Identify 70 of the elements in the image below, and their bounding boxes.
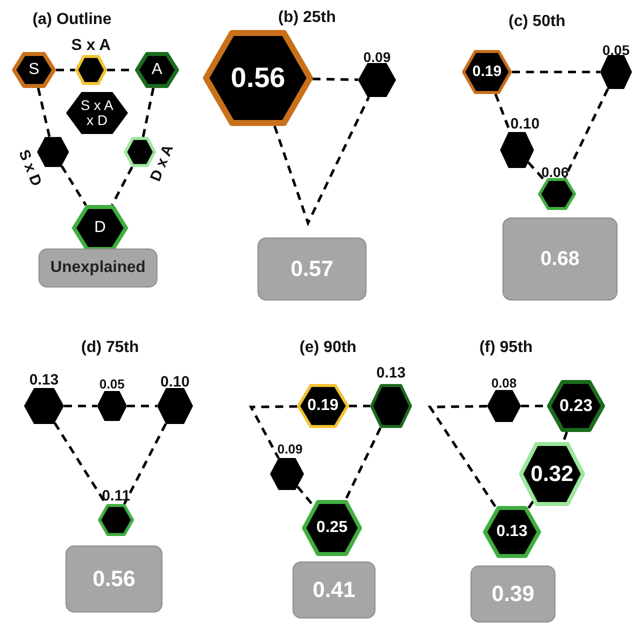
value-box: 0.57: [258, 238, 366, 300]
value-box: 0.41: [293, 562, 375, 618]
value-label: 0.06: [541, 164, 569, 180]
panel-title: (b) 25th: [278, 9, 336, 27]
dashed-connector: [512, 70, 600, 74]
panel-title: (d) 75th: [81, 339, 139, 357]
hexagon-node: [97, 391, 127, 421]
hexagon-node: [270, 458, 304, 490]
panel-title: (a) Outline: [32, 11, 112, 29]
hexagon-node: [124, 137, 156, 167]
dashed-connector: [312, 78, 358, 81]
hexagon-node: [370, 384, 412, 428]
value-label: 0.10: [160, 374, 190, 390]
panel-title: (e) 90th: [300, 339, 356, 357]
dashed-connector: [56, 68, 75, 72]
hexagon-node: 0.13: [483, 506, 541, 558]
dashed-connector: [142, 88, 155, 138]
dashed-connector: [344, 427, 382, 501]
hexagon-node: [75, 55, 107, 85]
hexagon-node: 0.19: [297, 384, 349, 428]
value-box: 0.56: [66, 546, 162, 612]
panel-title: (c) 50th: [508, 13, 566, 31]
value-box: Unexplained: [39, 249, 157, 287]
dashed-connector: [526, 500, 534, 510]
dashed-connector: [110, 166, 134, 206]
value-label: 0.10: [510, 116, 540, 132]
hexagon-node: [358, 63, 396, 97]
value-label: 0.09: [363, 49, 391, 65]
hexagon-node: [538, 178, 576, 210]
hexagon-node: 0.23: [547, 380, 605, 432]
value-label: D x A: [147, 142, 177, 184]
hexagon-node: [157, 388, 193, 424]
hexagon-node: [487, 390, 521, 422]
hexagon-node: S: [12, 52, 56, 88]
dashed-connector: [564, 88, 610, 179]
dashed-connector: [562, 432, 568, 442]
hexagon-node: A: [135, 52, 179, 88]
panel-title: (f) 95th: [479, 339, 533, 357]
value-box: 0.68: [503, 218, 617, 300]
dashed-connector: [273, 96, 370, 226]
hexagon-node: D: [72, 205, 128, 251]
value-label: 0.13: [376, 364, 406, 382]
hexagon-node: 0.25: [302, 500, 362, 556]
dashed-connector: [64, 404, 97, 408]
value-label: 0.05: [602, 42, 630, 58]
hexagon-node: 0.56: [203, 30, 313, 126]
dashed-connector: [428, 404, 498, 509]
dashed-connector: [123, 423, 167, 505]
value-label: 0.13: [29, 372, 59, 388]
dashed-connector: [296, 486, 315, 507]
value-label: 0.05: [99, 376, 125, 392]
hexagon-node: [24, 388, 64, 424]
dashed-connector: [127, 404, 157, 408]
value-box: 0.39: [471, 566, 555, 622]
dashed-connector: [349, 404, 370, 408]
hexagon-node: [600, 55, 632, 89]
value-label: S x D: [15, 147, 45, 189]
dashed-connector: [60, 165, 87, 206]
hexagon-node: 0.19: [462, 50, 512, 94]
hexagon-node: S x A x D: [66, 92, 128, 134]
value-label: 0.11: [102, 488, 130, 504]
dashed-connector: [36, 88, 51, 138]
dashed-connector: [248, 405, 298, 459]
hexagon-node: [37, 137, 69, 167]
hexagon-node: [98, 504, 134, 536]
hexagon-node: 0.32: [519, 442, 585, 506]
value-label: 0.09: [277, 442, 303, 456]
hexagon-node: [500, 132, 534, 168]
value-label: S x A: [71, 37, 111, 55]
value-label: 0.08: [491, 376, 517, 390]
